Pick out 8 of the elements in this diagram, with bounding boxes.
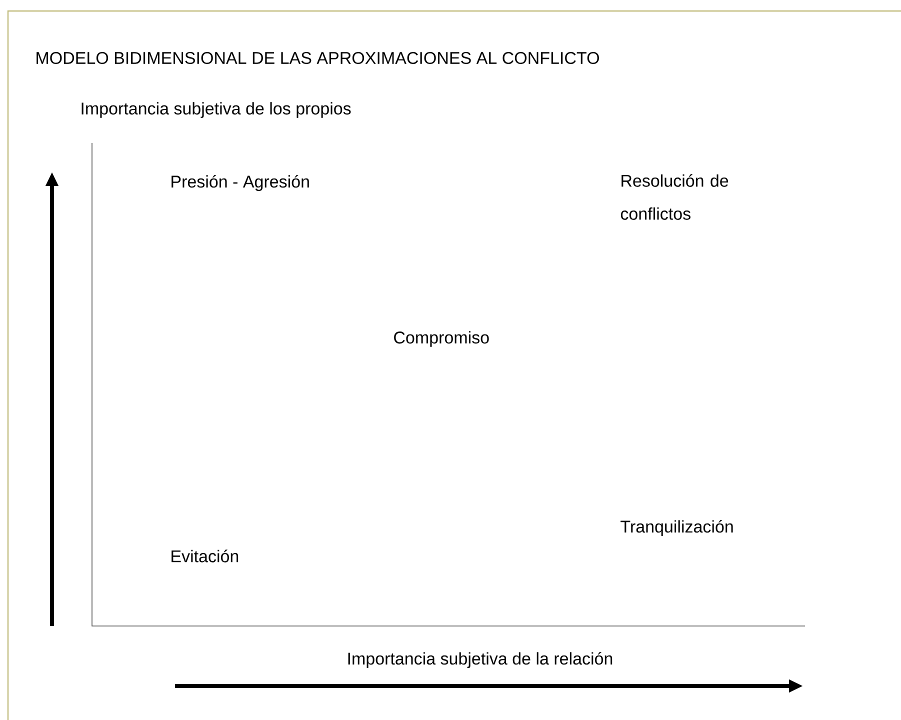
axis-label: Importancia subjetiva de los propios [82, 102, 351, 118]
axis-label: Importancia subjetiva de la relación [348, 652, 612, 668]
quadrant-label: Resolución de conflictos [620, 174, 728, 220]
quadrant-label: Presión - Agresión [172, 174, 309, 192]
quadrant-label: Compromiso [394, 331, 489, 347]
title: MODELO BIDIMENSIONAL DE LAS APROXIMACIONES AL CONFLICTO [36, 52, 599, 64]
quadrant-label: Evitación [172, 550, 238, 562]
quadrant-label: Tranquilización [620, 520, 733, 536]
